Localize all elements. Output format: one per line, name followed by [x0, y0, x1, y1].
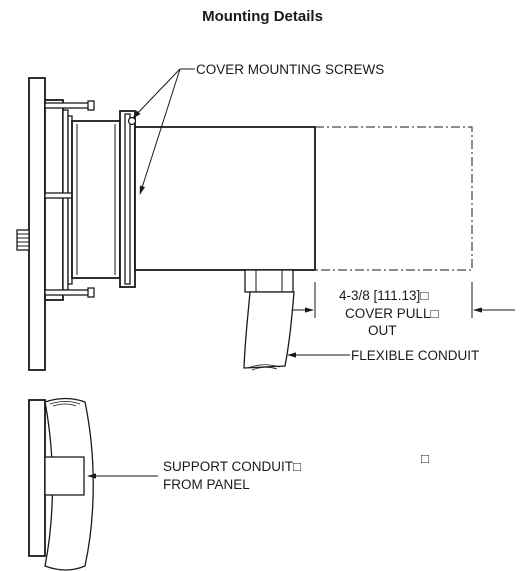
cover-flange	[119, 110, 136, 288]
flexible-conduit-upper	[243, 291, 295, 371]
support-clamp	[44, 456, 85, 496]
lower-panel-plate	[28, 399, 46, 557]
cover-box	[134, 126, 316, 271]
gasket-layers	[62, 109, 73, 291]
callout-support-conduit: SUPPORT CONDUIT□ FROM PANEL	[87, 459, 301, 492]
dimension-label-out: OUT	[368, 323, 397, 338]
diagram-title: Mounting Details	[202, 8, 323, 25]
dimension-label: COVER PULL□	[345, 306, 439, 321]
label-support-line1: SUPPORT CONDUIT□	[163, 459, 301, 474]
upper-assembly	[16, 77, 473, 371]
dimension-value: 4-3/8 [111.13]□	[339, 288, 428, 303]
housing-body	[71, 120, 121, 279]
front-knob	[16, 229, 30, 251]
mounting-flange	[44, 99, 64, 301]
panel-plate	[28, 77, 46, 371]
callout-flexible-conduit: FLEXIBLE CONDUIT	[287, 348, 479, 363]
label-cover-screws: COVER MOUNTING SCREWS	[196, 62, 384, 77]
dimension-pullout: 4-3/8 [111.13]□ COVER PULL□ OUT	[293, 282, 515, 338]
conduit-fitting	[244, 269, 294, 293]
lower-assembly	[28, 397, 94, 571]
stray-box-glyph: □	[421, 451, 429, 466]
cover-pullout-outline	[315, 126, 473, 271]
callout-cover-screws: COVER MOUNTING SCREWS	[132, 62, 384, 195]
label-support-line2: FROM PANEL	[163, 477, 250, 492]
label-flexible-conduit: FLEXIBLE CONDUIT	[351, 348, 479, 363]
